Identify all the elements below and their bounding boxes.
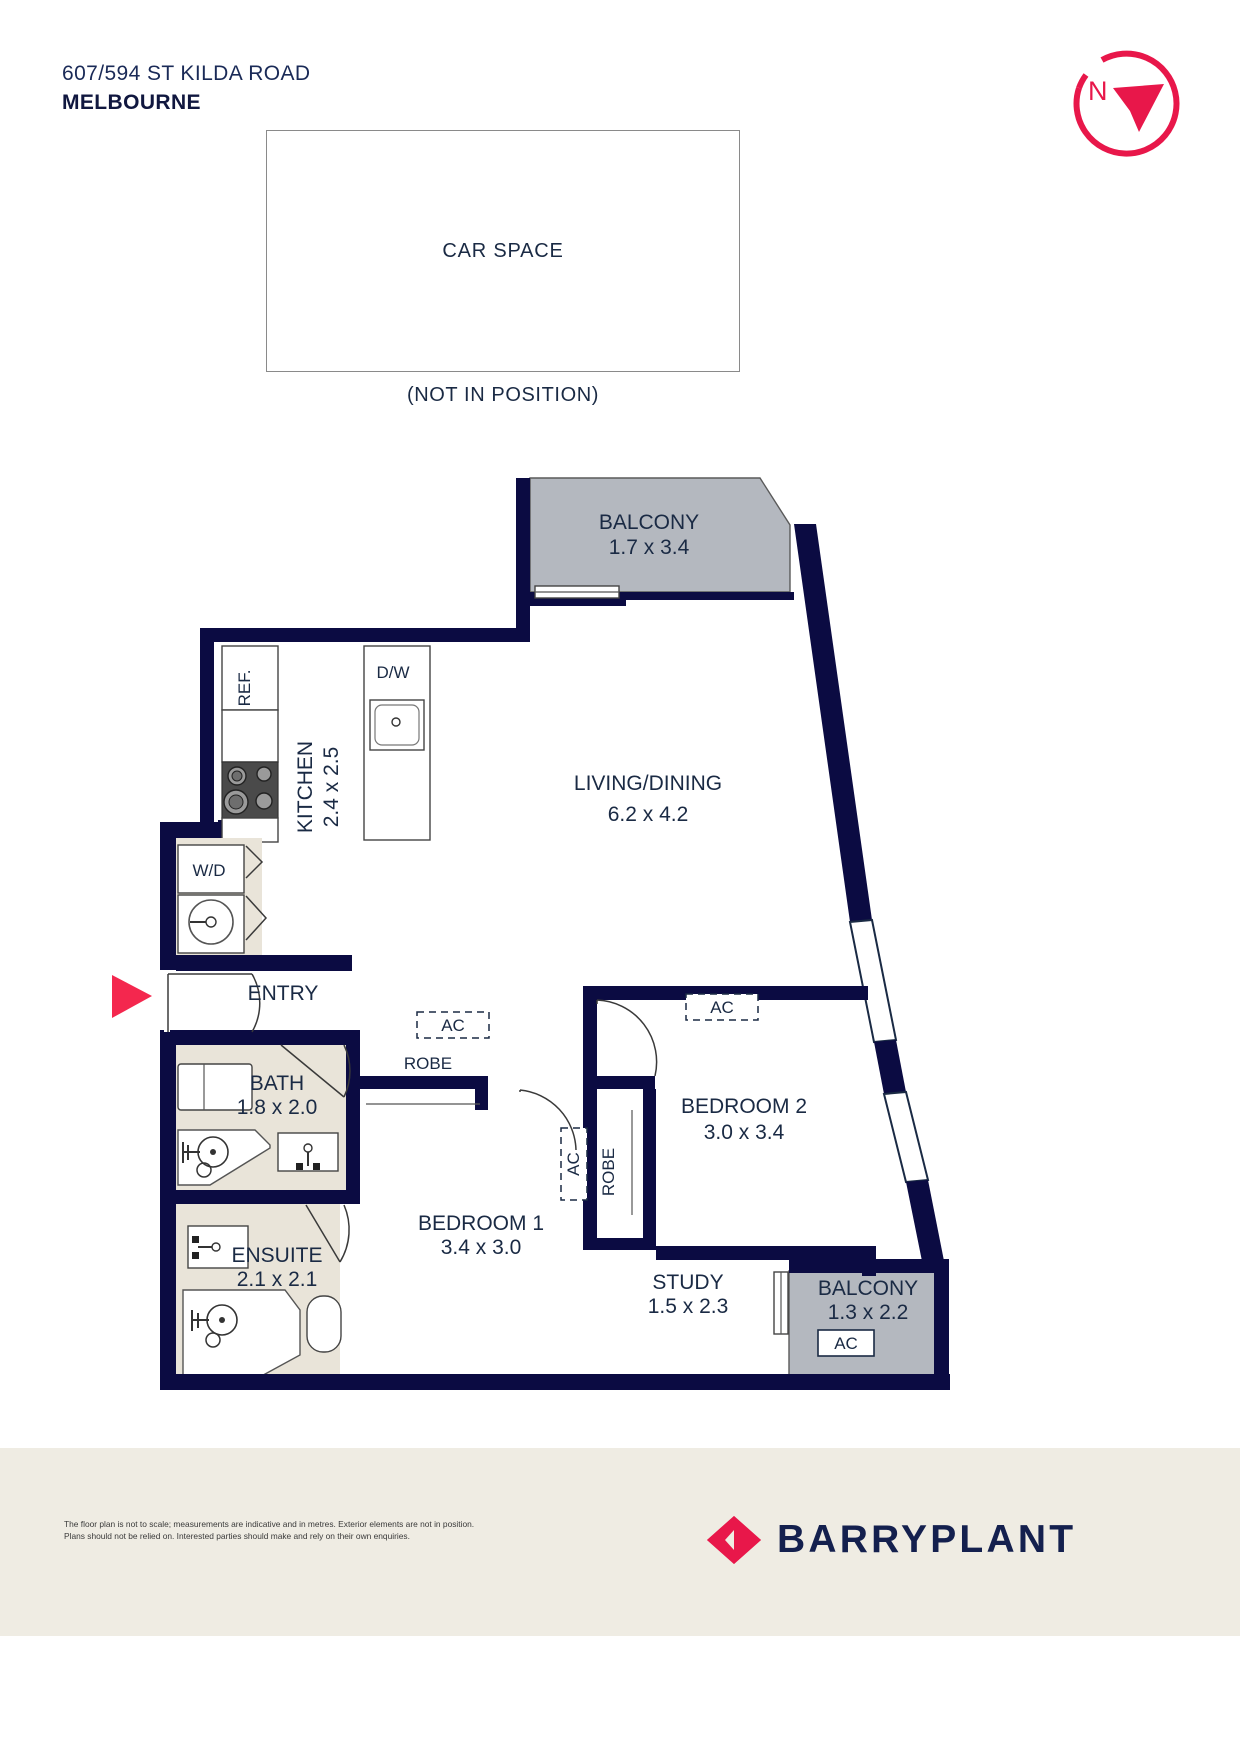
- laundry-dryer: [177, 844, 245, 894]
- entry-door-swing: [251, 973, 261, 1033]
- ac-box-3: [685, 993, 759, 1021]
- label-wd: W/D: [192, 861, 225, 880]
- bath-vanity: [277, 1132, 339, 1172]
- label-balcony-s-dims: 1.3 x 2.2: [828, 1301, 909, 1324]
- label-ac-1: AC: [441, 1016, 465, 1035]
- kitchen-cabinet-1: [221, 709, 279, 763]
- ensuite-shower-fixture: [191, 1304, 238, 1348]
- brand-logo: BARRYPLANT: [705, 1510, 1076, 1570]
- label-bedroom2-dims: 3.0 x 3.4: [704, 1121, 785, 1144]
- wall-kitchen-left: [200, 628, 214, 828]
- bathtub: [177, 1063, 253, 1111]
- page-title: 607/594 ST KILDA ROAD MELBOURNE: [62, 62, 310, 115]
- bath-door-leaf: [280, 1044, 345, 1098]
- disclaimer-line-2: Plans should not be relied on. Intereste…: [64, 1531, 410, 1541]
- compass-label: N: [1088, 76, 1108, 106]
- ensuite-vanity: [187, 1225, 249, 1269]
- ac-box-4: [817, 1329, 875, 1357]
- wall-west-lower: [160, 1030, 176, 1390]
- label-bedroom1-name: BEDROOM 1: [418, 1212, 544, 1235]
- label-bath-name: BATH: [250, 1072, 304, 1095]
- compass-north-icon: N: [1062, 44, 1186, 168]
- brand-name: BARRYPLANT: [777, 1518, 1077, 1561]
- wall-east-bottom: [906, 1180, 946, 1271]
- label-ensuite-dims: 2.1 x 2.1: [237, 1268, 318, 1291]
- label-ensuite-name: ENSUITE: [231, 1244, 322, 1267]
- label-balcony-n-dims: 1.7 x 3.4: [609, 536, 690, 559]
- label-living-name: LIVING/DINING: [574, 772, 722, 795]
- label-ref: REF.: [235, 670, 254, 707]
- disclaimer-text: The floor plan is not to scale; measurem…: [64, 1518, 624, 1542]
- label-ac-3: AC: [710, 998, 734, 1017]
- wall-kitchen-top: [200, 628, 530, 642]
- car-space-box: CAR SPACE: [266, 130, 740, 372]
- label-kitchen-name: KITCHEN: [294, 741, 317, 833]
- wall-balcony-s-top: [789, 1259, 949, 1273]
- footer-bar: The floor plan is not to scale; measurem…: [0, 1448, 1240, 1636]
- wall-robe-edge: [475, 1076, 488, 1110]
- ensuite-toilet: [306, 1295, 342, 1353]
- wall-east-upper: [794, 524, 872, 922]
- wall-study-top: [656, 1246, 876, 1260]
- wall-laundry-top: [160, 822, 220, 838]
- car-space-label: CAR SPACE: [442, 239, 564, 262]
- wall-east-mid: [874, 1040, 906, 1094]
- label-bedroom2-name: BEDROOM 2: [681, 1095, 807, 1118]
- ac-box-1: [416, 1011, 490, 1039]
- label-kitchen-dims: 2.4 x 2.5: [320, 747, 343, 828]
- kitchen-sink-drain: [391, 717, 401, 727]
- wall-robe2-right: [643, 1089, 656, 1249]
- wall-bath-ensuite-divider: [160, 1190, 360, 1204]
- ac-box-2: [560, 1127, 588, 1201]
- address-line-2: MELBOURNE: [62, 91, 201, 114]
- wall-wd-bottom: [176, 955, 352, 971]
- label-dw: D/W: [376, 663, 409, 682]
- ensuite-door-leaf: [305, 1204, 341, 1263]
- bedroom1-door-swing: [519, 1089, 577, 1151]
- wall-bedroom2-top: [583, 986, 868, 1000]
- wall-robe2-bottom: [583, 1238, 656, 1250]
- laundry-door-2: [245, 895, 268, 941]
- window-east-lower: [882, 1090, 930, 1184]
- bath-door-swing: [343, 1044, 351, 1098]
- entry-arrow-icon: [112, 975, 152, 1018]
- wall-balcony-left: [516, 478, 530, 642]
- address-line-1: 607/594 ST KILDA ROAD: [62, 62, 311, 85]
- wall-bedroom2-doorhead: [583, 1076, 655, 1089]
- label-balcony-s-name: BALCONY: [818, 1277, 918, 1300]
- wall-west-upper: [160, 822, 176, 970]
- label-living-dims: 6.2 x 4.2: [608, 803, 689, 826]
- washer-drum: [188, 899, 234, 945]
- label-entry: ENTRY: [248, 982, 319, 1005]
- label-bath-dims: 1.8 x 2.0: [237, 1096, 318, 1119]
- label-study-name: STUDY: [652, 1271, 723, 1294]
- car-space-note: (NOT IN POSITION): [406, 384, 600, 406]
- label-balcony-n-name: BALCONY: [599, 511, 699, 534]
- label-study-dims: 1.5 x 2.3: [648, 1295, 729, 1318]
- wall-balcony-s-right: [934, 1259, 949, 1389]
- kitchen-sink-bowl: [374, 704, 420, 746]
- laundry-door-1: [245, 845, 264, 879]
- wall-entry-bottom: [160, 1030, 360, 1045]
- wall-south: [160, 1374, 950, 1390]
- label-ac-2: AC: [564, 1152, 583, 1176]
- disclaimer-line-1: The floor plan is not to scale; measurem…: [64, 1519, 475, 1529]
- wall-balcony-bottom-b: [626, 592, 794, 600]
- window-east-upper: [848, 918, 898, 1044]
- label-bedroom1-dims: 3.4 x 3.0: [441, 1236, 522, 1259]
- bedroom2-door-swing: [596, 999, 658, 1077]
- wall-bedroom2-left: [583, 986, 597, 1086]
- label-ac-4: AC: [834, 1334, 858, 1353]
- room-balcony-north-fill: [529, 477, 791, 593]
- barryplant-diamond-icon: [707, 1516, 761, 1564]
- label-robe-1: ROBE: [404, 1054, 452, 1073]
- kitchen-fridge: [221, 645, 279, 711]
- wall-robe-bottom: [360, 1076, 488, 1089]
- label-robe-2: ROBE: [599, 1148, 618, 1196]
- ensuite-door-swing: [339, 1204, 350, 1263]
- bath-shower-fixture: [182, 1136, 229, 1178]
